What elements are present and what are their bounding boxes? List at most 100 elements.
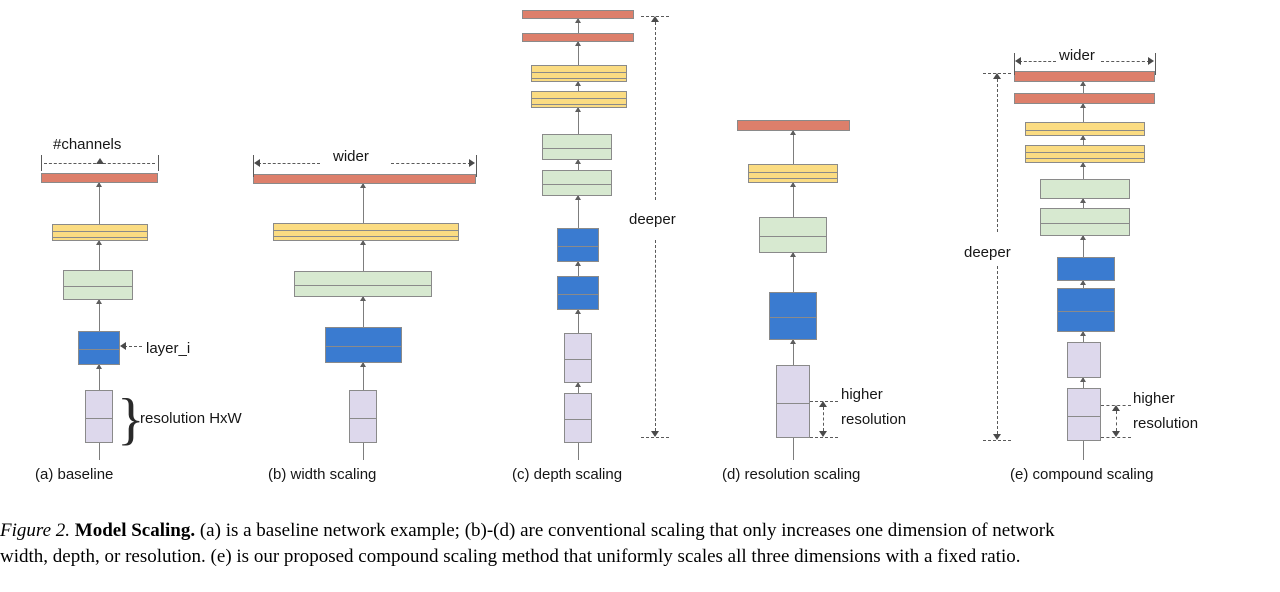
box-split-line [274,230,458,231]
arrow-head-icon [96,240,102,245]
higher-resolution-label-line1: higher [1133,390,1175,407]
layer-i-label: layer_i [146,340,191,357]
measure-lead-bottom [810,437,838,438]
channels-label: #channels [53,136,122,153]
box-split-line [79,349,119,350]
panel-label-e: (e) compound scaling [1010,466,1154,483]
arrow-head-icon [1080,81,1086,86]
arrow-head-icon [96,364,102,369]
panel-label-b: (b) width scaling [268,466,377,483]
arrow-head-icon [575,261,581,266]
connector-arrow [360,240,366,271]
connector-arrow [96,182,102,224]
connector-arrow [96,299,102,331]
layer-box-yellow [531,91,627,108]
wider-label: wider [1059,47,1095,64]
box-split-line [326,346,401,347]
box-split-line [543,184,611,185]
layer-box-purple [776,365,810,438]
connector-arrow [575,382,581,393]
measure-arrow-right-icon [1148,57,1154,65]
arrow-head-icon [575,81,581,86]
layer-box-green [1040,208,1130,236]
box-split-line [1068,416,1100,417]
layer-box-purple [1067,342,1101,378]
measure-dash-left [1019,61,1057,62]
figure-caption: Figure 2. Model Scaling. (a) is a baseli… [0,518,1280,570]
measure-arrow-left-icon [254,159,260,167]
arrow-head-icon [1080,103,1086,108]
layer-box-red [522,33,634,42]
layer-box-blue [557,228,599,262]
connector-arrow [790,182,796,217]
layer-box-red [253,174,476,184]
measure-cap-top [983,73,1011,74]
measure-dash [823,407,824,431]
box-split-line [64,286,132,287]
resolution-brace: } [117,388,145,451]
arrow-head-icon [360,296,366,301]
measure-arrow-up-icon [95,158,104,164]
connector-arrow [790,252,796,292]
box-split-line [760,236,826,237]
connector-arrow [360,362,366,390]
arrow-head-icon [575,107,581,112]
measure-tick [158,155,159,171]
measure-lead-bottom [1101,437,1131,438]
layer-box-blue [557,276,599,310]
layer-box-green [542,170,612,196]
connector-arrow [575,309,581,333]
measure-dash-lower [655,240,656,431]
box-split-line [1026,130,1144,131]
arrow-head-icon [1080,162,1086,167]
box-split-line [749,172,837,173]
connector-arrow [1080,377,1086,388]
measure-lead-top [1101,405,1131,406]
connector-stem [1083,441,1084,460]
layer-box-blue [1057,257,1115,281]
higher-resolution-label-line2: resolution [1133,415,1199,432]
connector-arrow [96,364,102,390]
layer-box-red [1014,93,1155,104]
box-split-line [86,418,112,419]
connector-arrow [1080,280,1086,288]
layer-box-blue [325,327,402,363]
box-split-line [274,236,458,237]
arrow-head-icon [790,182,796,187]
measure-arrow-down-icon [993,434,1001,440]
arrow-head-icon [1080,198,1086,203]
measure-arrow-down-icon [1112,431,1120,437]
measure-arrow-left-icon [1015,57,1021,65]
layer-box-red [41,173,158,183]
layer-i-leader-arrow-icon [120,342,126,350]
connector-arrow [575,195,581,228]
layer-box-green [1040,179,1130,199]
measure-cap-bottom [983,440,1011,441]
measure-arrow-down-icon [819,431,827,437]
measure-arrow-up-icon [1112,405,1120,411]
box-split-line [350,418,376,419]
layer-box-yellow [748,164,838,183]
panel-label-a: (a) baseline [35,466,114,483]
layer-box-red [522,10,634,19]
connector-arrow [790,339,796,365]
arrow-head-icon [790,339,796,344]
arrow-head-icon [1080,280,1086,285]
layer-box-red [1014,71,1155,82]
connector-arrow [1080,235,1086,257]
figure-caption-line1: (a) is a baseline network example; (b)-(… [195,520,1055,541]
arrow-head-icon [96,299,102,304]
layer-box-yellow [1025,145,1145,163]
layer-box-purple [85,390,113,443]
measure-arrow-up-icon [819,401,827,407]
measure-dash-upper [997,79,998,232]
connector-arrow [360,296,366,327]
layer-box-green [63,270,133,300]
layer-i-leader [124,346,142,347]
measure-tick [1155,53,1156,75]
layer-box-purple [349,390,377,443]
box-split-line [749,178,837,179]
connector-arrow [575,81,581,91]
measure-tick [1014,53,1015,75]
